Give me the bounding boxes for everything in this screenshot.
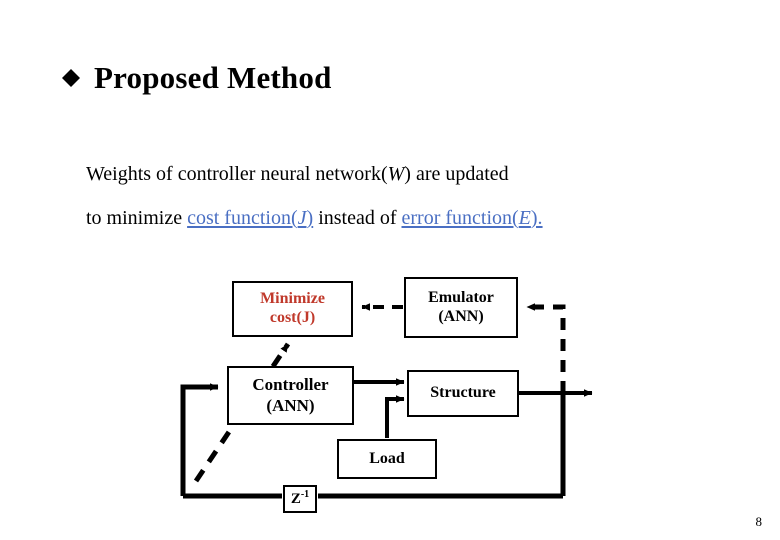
diagram-node-emulator-line-1: Emulator: [428, 288, 494, 306]
diagram-node-controller-line-1: Controller: [252, 375, 329, 395]
diagram-node-emulator[interactable]: Emulator (ANN): [404, 277, 518, 338]
delay-base: Z: [290, 491, 301, 508]
connector-feedback-to-minimize: [193, 342, 291, 483]
diagram-node-load-line-1: Load: [369, 449, 405, 467]
diagram-node-structure[interactable]: Structure: [407, 370, 519, 417]
diagram-node-controller[interactable]: Controller (ANN): [227, 366, 354, 425]
body-line-2-part-2: instead of: [313, 207, 402, 229]
page-title-text: Proposed Method: [94, 60, 332, 95]
diagram-node-unit-delay[interactable]: Z-1: [283, 485, 317, 513]
link-error-function[interactable]: error function(E).: [402, 207, 543, 229]
symbol-w: W: [387, 163, 405, 185]
body-line-1-part-2: ) are updated: [404, 163, 509, 185]
page-title: Proposed Method: [62, 60, 332, 96]
delay-exponent: -1: [300, 489, 310, 501]
diagram-node-minimize-line-1: Minimize: [260, 290, 325, 308]
link-error-function-pre: error function(: [401, 207, 519, 229]
diamond-bullet-icon: [62, 60, 80, 87]
body-line-2: to minimize cost function(J) instead of …: [86, 196, 706, 240]
connector-feedback-to-controller: [180, 383, 219, 496]
connector-structure-output-to-emulator: [526, 303, 566, 393]
diagram-node-structure-line-1: Structure: [430, 384, 496, 402]
body-line-1-part-1: Weights of controller neural network(: [86, 163, 388, 185]
diagram-node-minimize[interactable]: Minimize cost(J): [232, 281, 353, 337]
page-number: 8: [755, 514, 763, 529]
symbol-j: J: [297, 207, 307, 229]
diagram-node-controller-line-2: (ANN): [266, 395, 315, 415]
symbol-e: E: [518, 207, 531, 229]
connector-load-to-structure: [385, 395, 405, 438]
link-cost-function-pre: cost function(: [187, 207, 298, 229]
diagram-node-minimize-line-2: cost(J): [269, 309, 316, 326]
body-text: Weights of controller neural network(W) …: [86, 152, 706, 240]
link-cost-function[interactable]: cost function(J): [187, 207, 313, 229]
diagram-node-unit-delay-label: Z-1: [291, 489, 309, 509]
body-line-1: Weights of controller neural network(W) …: [86, 152, 706, 196]
link-cost-function-post: ): [306, 207, 314, 229]
diagram-node-load[interactable]: Load: [337, 439, 437, 479]
body-line-2-part-1: to minimize: [86, 207, 188, 229]
diagram-node-emulator-line-2: (ANN): [438, 307, 484, 325]
link-error-function-post: ).: [530, 207, 543, 229]
